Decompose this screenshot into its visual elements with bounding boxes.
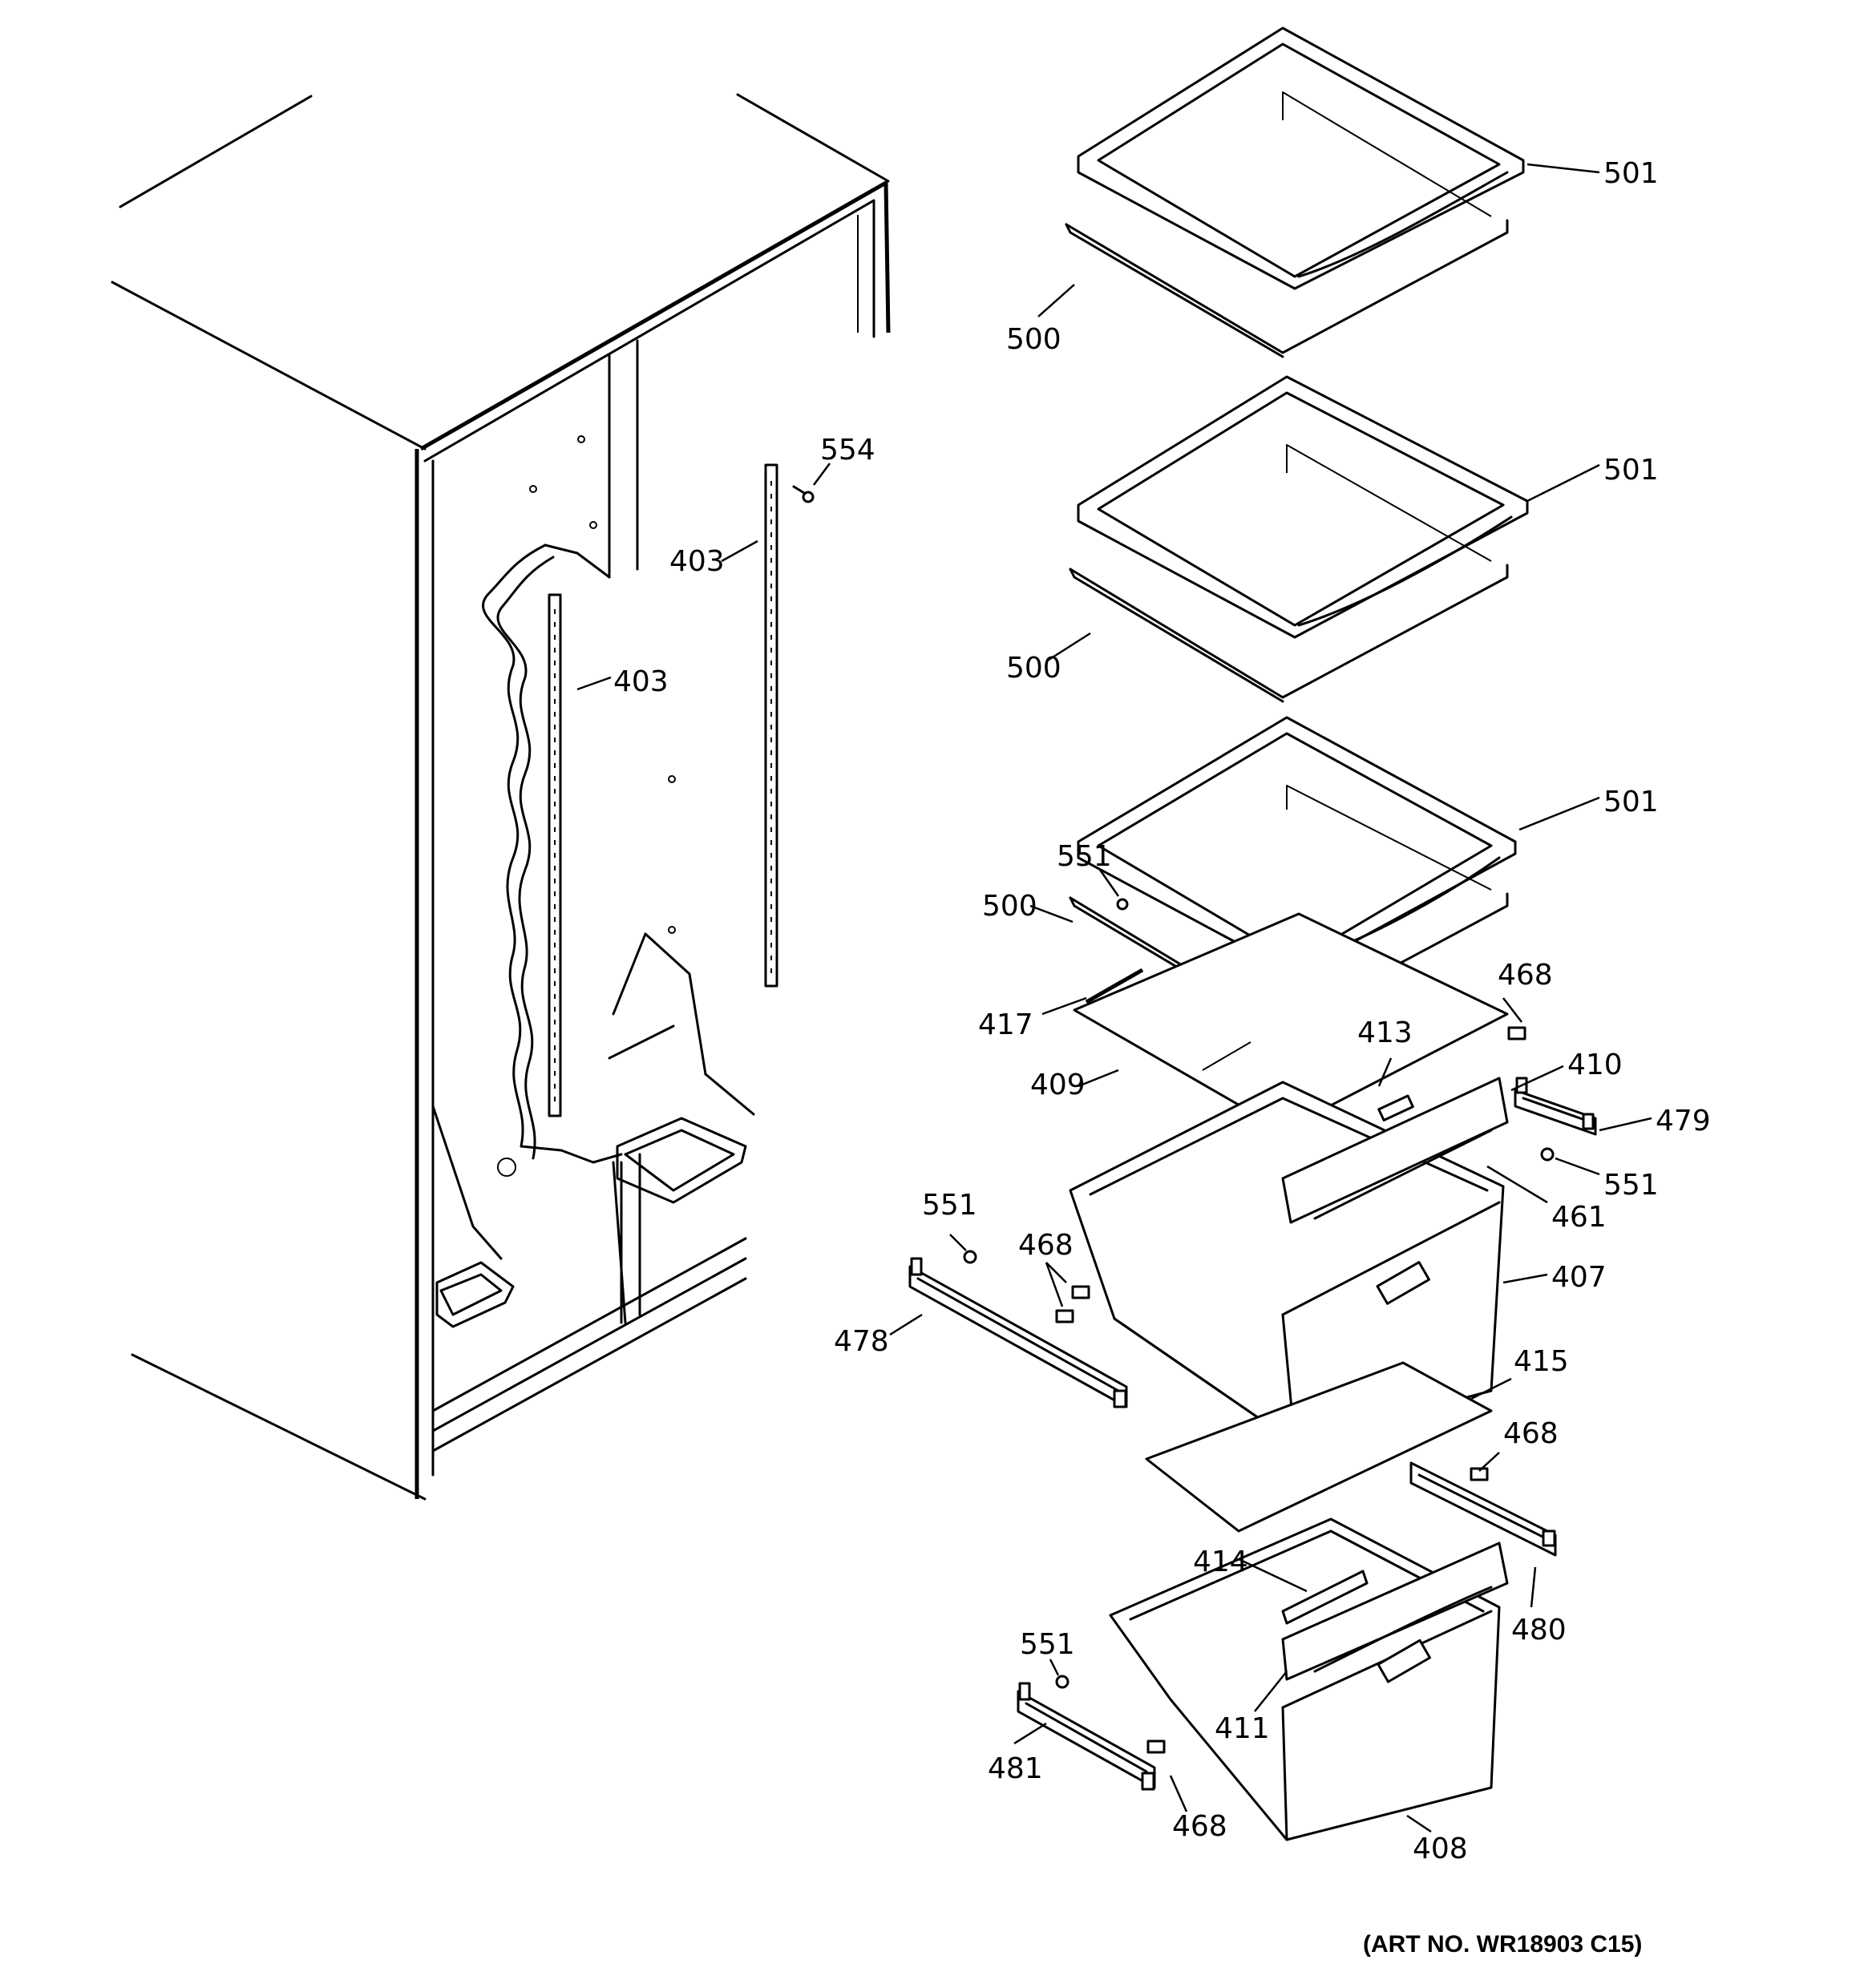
callout-413: 413 <box>1357 1016 1413 1049</box>
callout-551-right: 551 <box>1603 1169 1659 1202</box>
callout-551-lower: 551 <box>1020 1628 1075 1661</box>
callout-468-bottom: 468 <box>1172 1810 1227 1843</box>
callout-411: 411 <box>1215 1712 1270 1745</box>
callout-408: 408 <box>1413 1832 1468 1865</box>
lower-crisper-glass <box>1145 1361 1493 1533</box>
callout-479: 479 <box>1656 1105 1711 1137</box>
callout-551-shelf: 551 <box>1057 840 1112 873</box>
callout-501-bottom: 501 <box>1603 786 1659 818</box>
callout-461: 461 <box>1551 1201 1607 1234</box>
callout-551-left: 551 <box>922 1189 977 1222</box>
callout-468-middle-right: 468 <box>1503 1417 1559 1450</box>
lower-crisper-drawer <box>1109 1517 1509 1841</box>
drawer-slide-481 <box>1017 1682 1156 1791</box>
callout-554: 554 <box>820 434 875 467</box>
callout-410: 410 <box>1567 1049 1623 1081</box>
callout-403-left-rail: 403 <box>613 665 669 698</box>
crisper-cover-glass <box>1073 912 1509 1132</box>
callout-415: 415 <box>1514 1345 1569 1378</box>
shelf-assembly-1 <box>1065 26 1525 358</box>
upper-crisper-drawer <box>1069 1077 1509 1445</box>
callout-500-top: 500 <box>1006 323 1061 356</box>
callout-468-upper-right: 468 <box>1498 959 1553 992</box>
callout-501-middle: 501 <box>1603 454 1659 487</box>
callout-468-left: 468 <box>1018 1229 1074 1262</box>
callout-500-middle: 500 <box>1006 652 1061 685</box>
callout-481: 481 <box>988 1752 1043 1785</box>
callout-403-right-rail: 403 <box>669 545 725 578</box>
drawer-slide-478 <box>908 1257 1128 1408</box>
art-number: (ART NO. WR18903 C15) <box>1363 1931 1642 1958</box>
callout-414: 414 <box>1193 1546 1248 1578</box>
callout-407: 407 <box>1551 1261 1607 1294</box>
refrigerator-cabinet <box>111 93 891 1501</box>
callout-501-top: 501 <box>1603 157 1659 190</box>
callout-500-bottom: 500 <box>982 890 1037 923</box>
screw-554-part <box>792 485 815 503</box>
small-fasteners <box>963 1026 1555 1754</box>
callout-478: 478 <box>834 1325 889 1358</box>
callout-labels: 501 500 501 500 554 403 403 501 551 500 … <box>613 157 1711 1865</box>
leader-lines <box>576 163 1652 1833</box>
drawer-slide-479 <box>1514 1077 1597 1136</box>
callout-417: 417 <box>978 1008 1033 1041</box>
shelf-assembly-2 <box>1069 375 1529 703</box>
callout-409: 409 <box>1030 1069 1086 1101</box>
drawer-slide-480 <box>1409 1461 1557 1557</box>
callout-480: 480 <box>1511 1614 1567 1647</box>
